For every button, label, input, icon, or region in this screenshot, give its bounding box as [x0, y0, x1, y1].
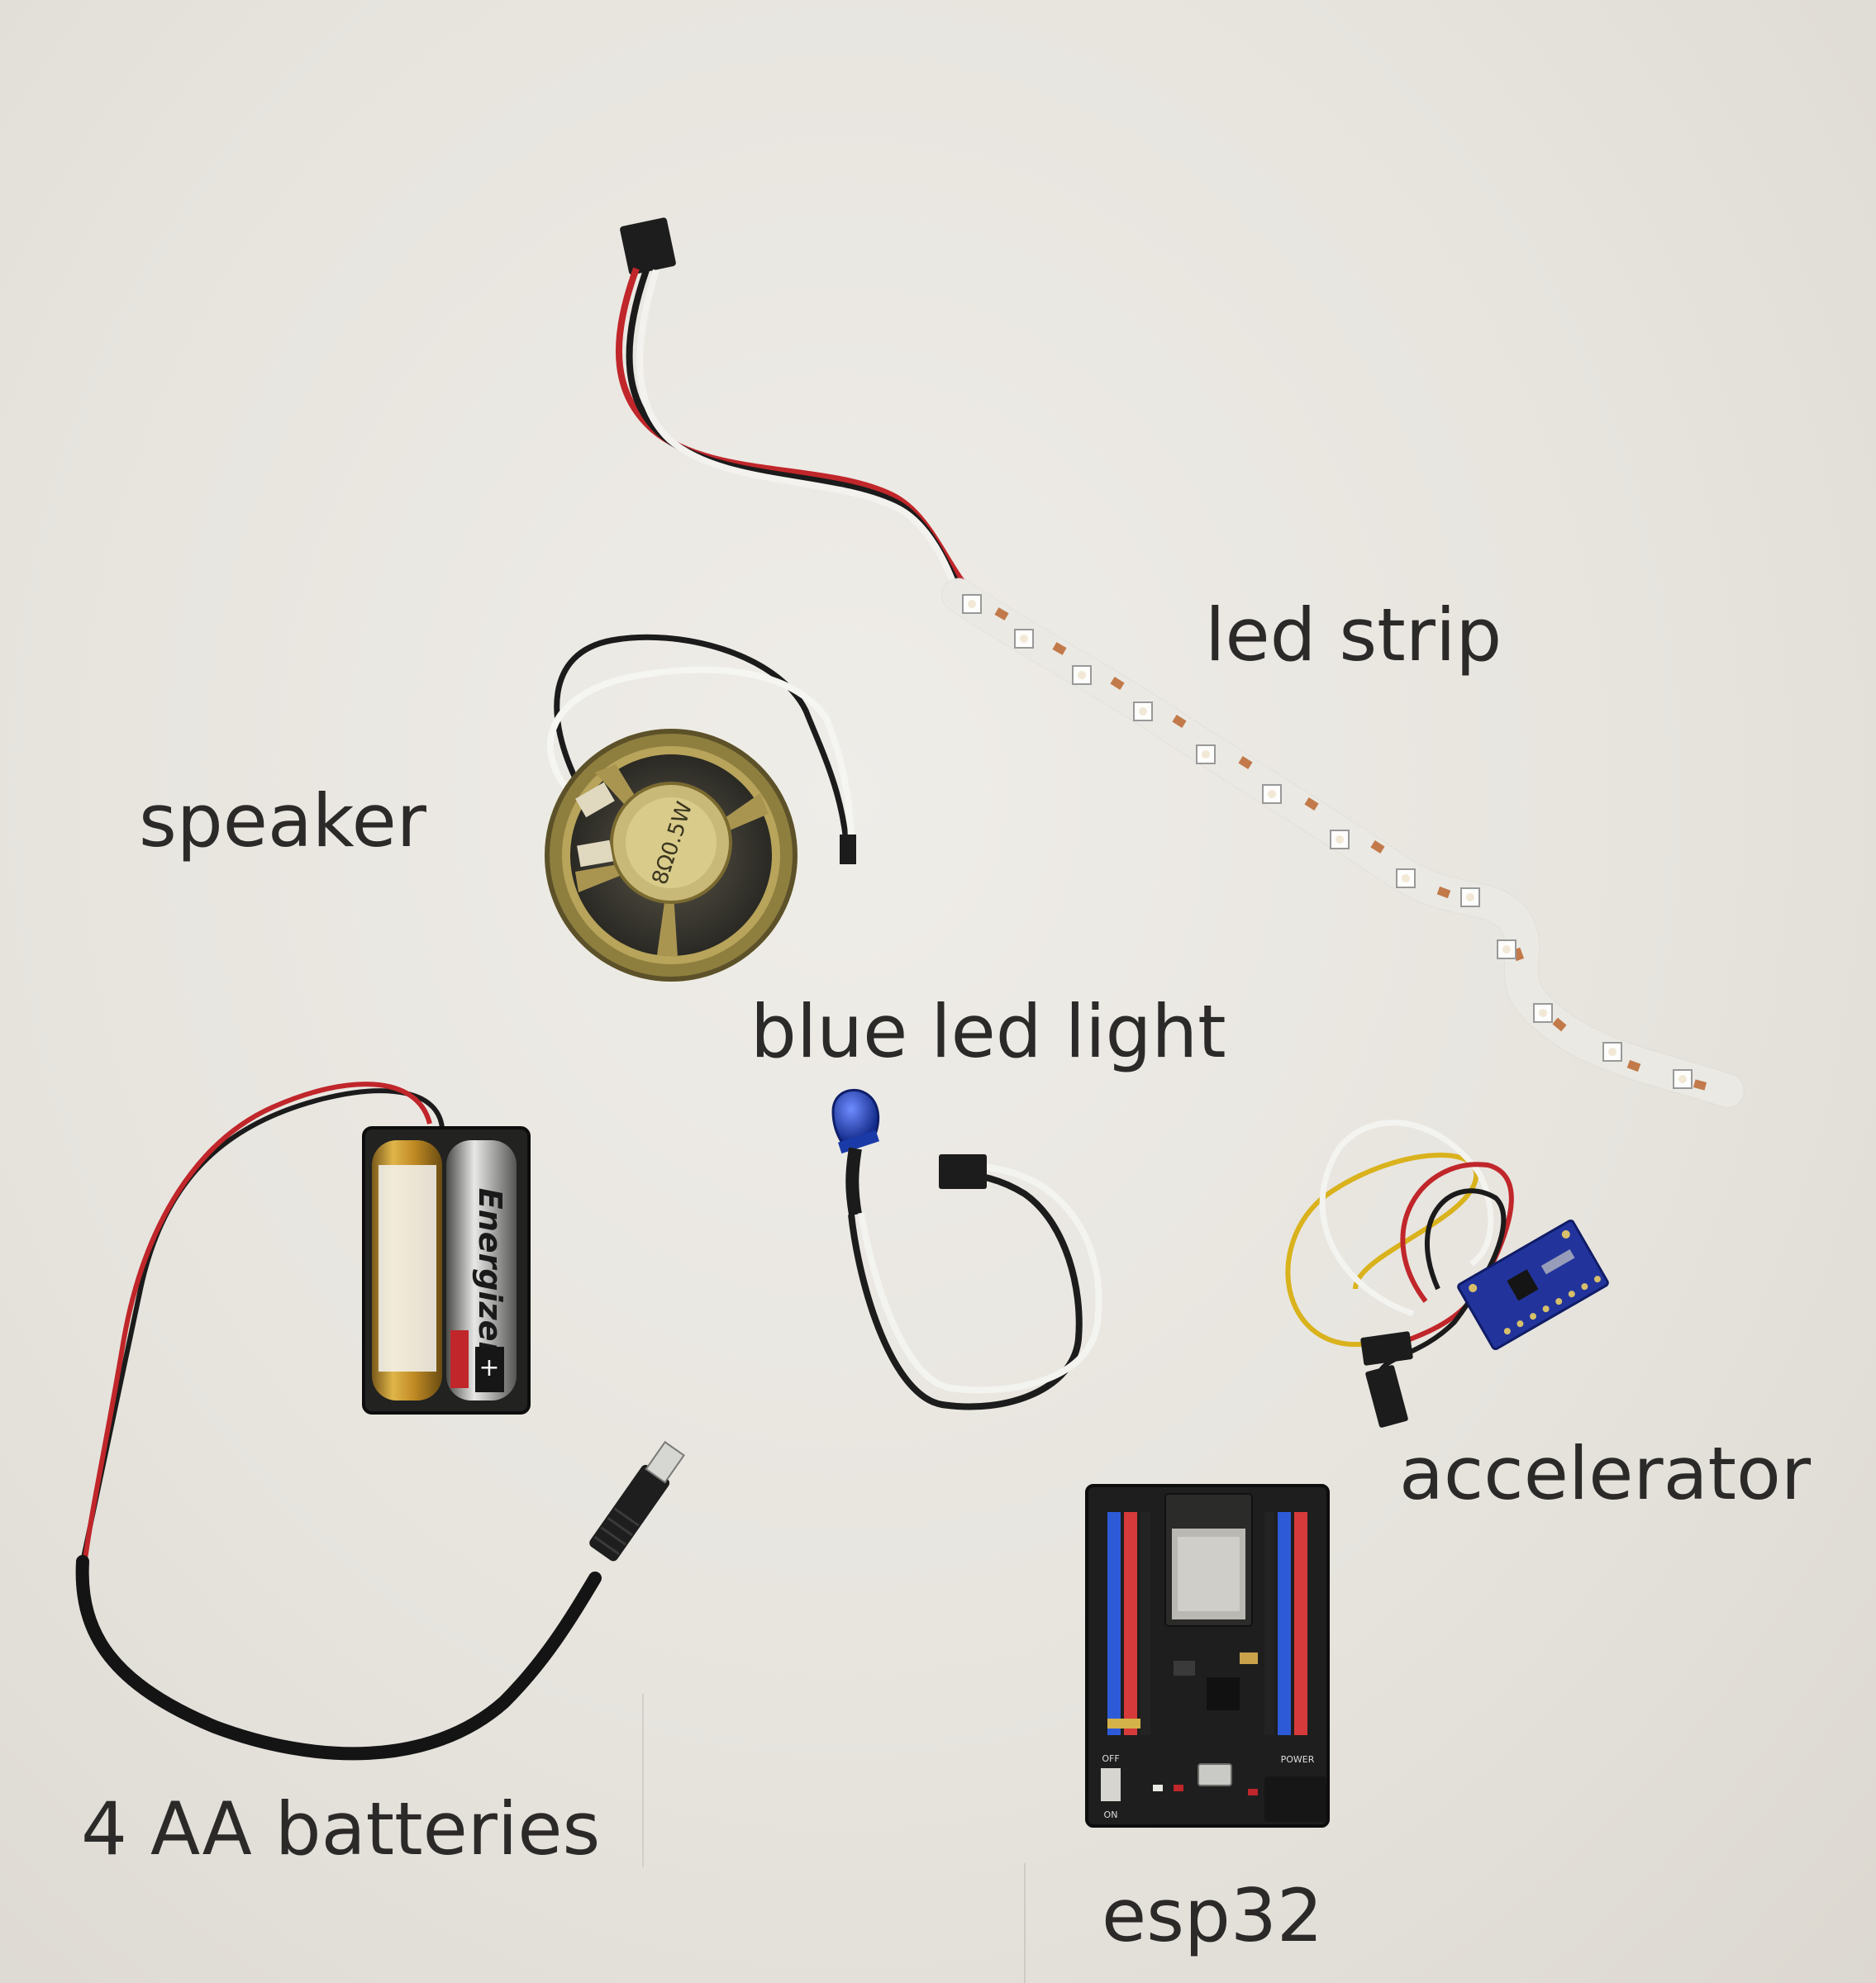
accel-board	[1457, 1219, 1609, 1351]
esp32-label-off: OFF	[1102, 1753, 1119, 1764]
label-esp32: esp32	[1102, 1873, 1323, 1958]
barrel-plug	[589, 1440, 685, 1562]
accel-wire-yellow	[1285, 1153, 1479, 1347]
blue-led-wire-black	[848, 1170, 1083, 1410]
label-led-strip: led strip	[1205, 592, 1502, 678]
accel-wire-white	[1319, 1120, 1494, 1317]
accel-wire-red	[1370, 1162, 1514, 1358]
accel-connector-1	[1360, 1331, 1413, 1366]
speaker-wire-black	[554, 634, 850, 852]
accelerometer	[1285, 1120, 1609, 1428]
blue-led-connector	[939, 1154, 987, 1189]
led-strip-wire-red	[615, 267, 978, 598]
esp32-label-on: ON	[1104, 1809, 1118, 1820]
label-speaker: speaker	[139, 778, 426, 863]
svg-text:+: +	[479, 1353, 499, 1382]
esp32-header-right	[1264, 1512, 1307, 1735]
battery-brand: Energizer	[472, 1188, 508, 1359]
battery-wire-red	[82, 1082, 432, 1567]
led-strip-wire-white	[636, 269, 965, 608]
battery-power-cable	[75, 1555, 602, 1761]
blue-led-wire-white	[858, 1162, 1102, 1394]
led-strip	[615, 217, 1745, 1108]
esp32-board: OFF ON POWER	[1085, 1484, 1330, 1828]
led-strip-wire-black	[626, 269, 972, 604]
speaker-connector	[840, 835, 856, 864]
speaker-wire-white	[546, 666, 855, 848]
led-strip-leds	[962, 594, 1693, 1089]
esp32-power-switch	[1101, 1768, 1121, 1801]
esp32-usb-port	[1197, 1763, 1232, 1786]
led-strip-connector	[620, 217, 676, 275]
battery-pack: Energizer +	[75, 1082, 685, 1761]
esp32-label-power: POWER	[1281, 1754, 1315, 1765]
speaker: 8Ω0.5W	[545, 634, 856, 982]
label-blue-led-light: blue led light	[750, 989, 1226, 1074]
blue-led-light	[831, 1088, 1102, 1410]
esp32-header-left	[1107, 1512, 1150, 1735]
label-accelerator: accelerator	[1399, 1431, 1812, 1516]
blue-led-dome	[831, 1088, 880, 1146]
esp32-power-jack	[1264, 1776, 1326, 1822]
label-4-aa-batteries: 4 AA batteries	[81, 1786, 601, 1871]
accel-connector-2	[1365, 1365, 1408, 1428]
led-strip-body	[942, 578, 1744, 1107]
accel-wire-black	[1378, 1188, 1507, 1373]
